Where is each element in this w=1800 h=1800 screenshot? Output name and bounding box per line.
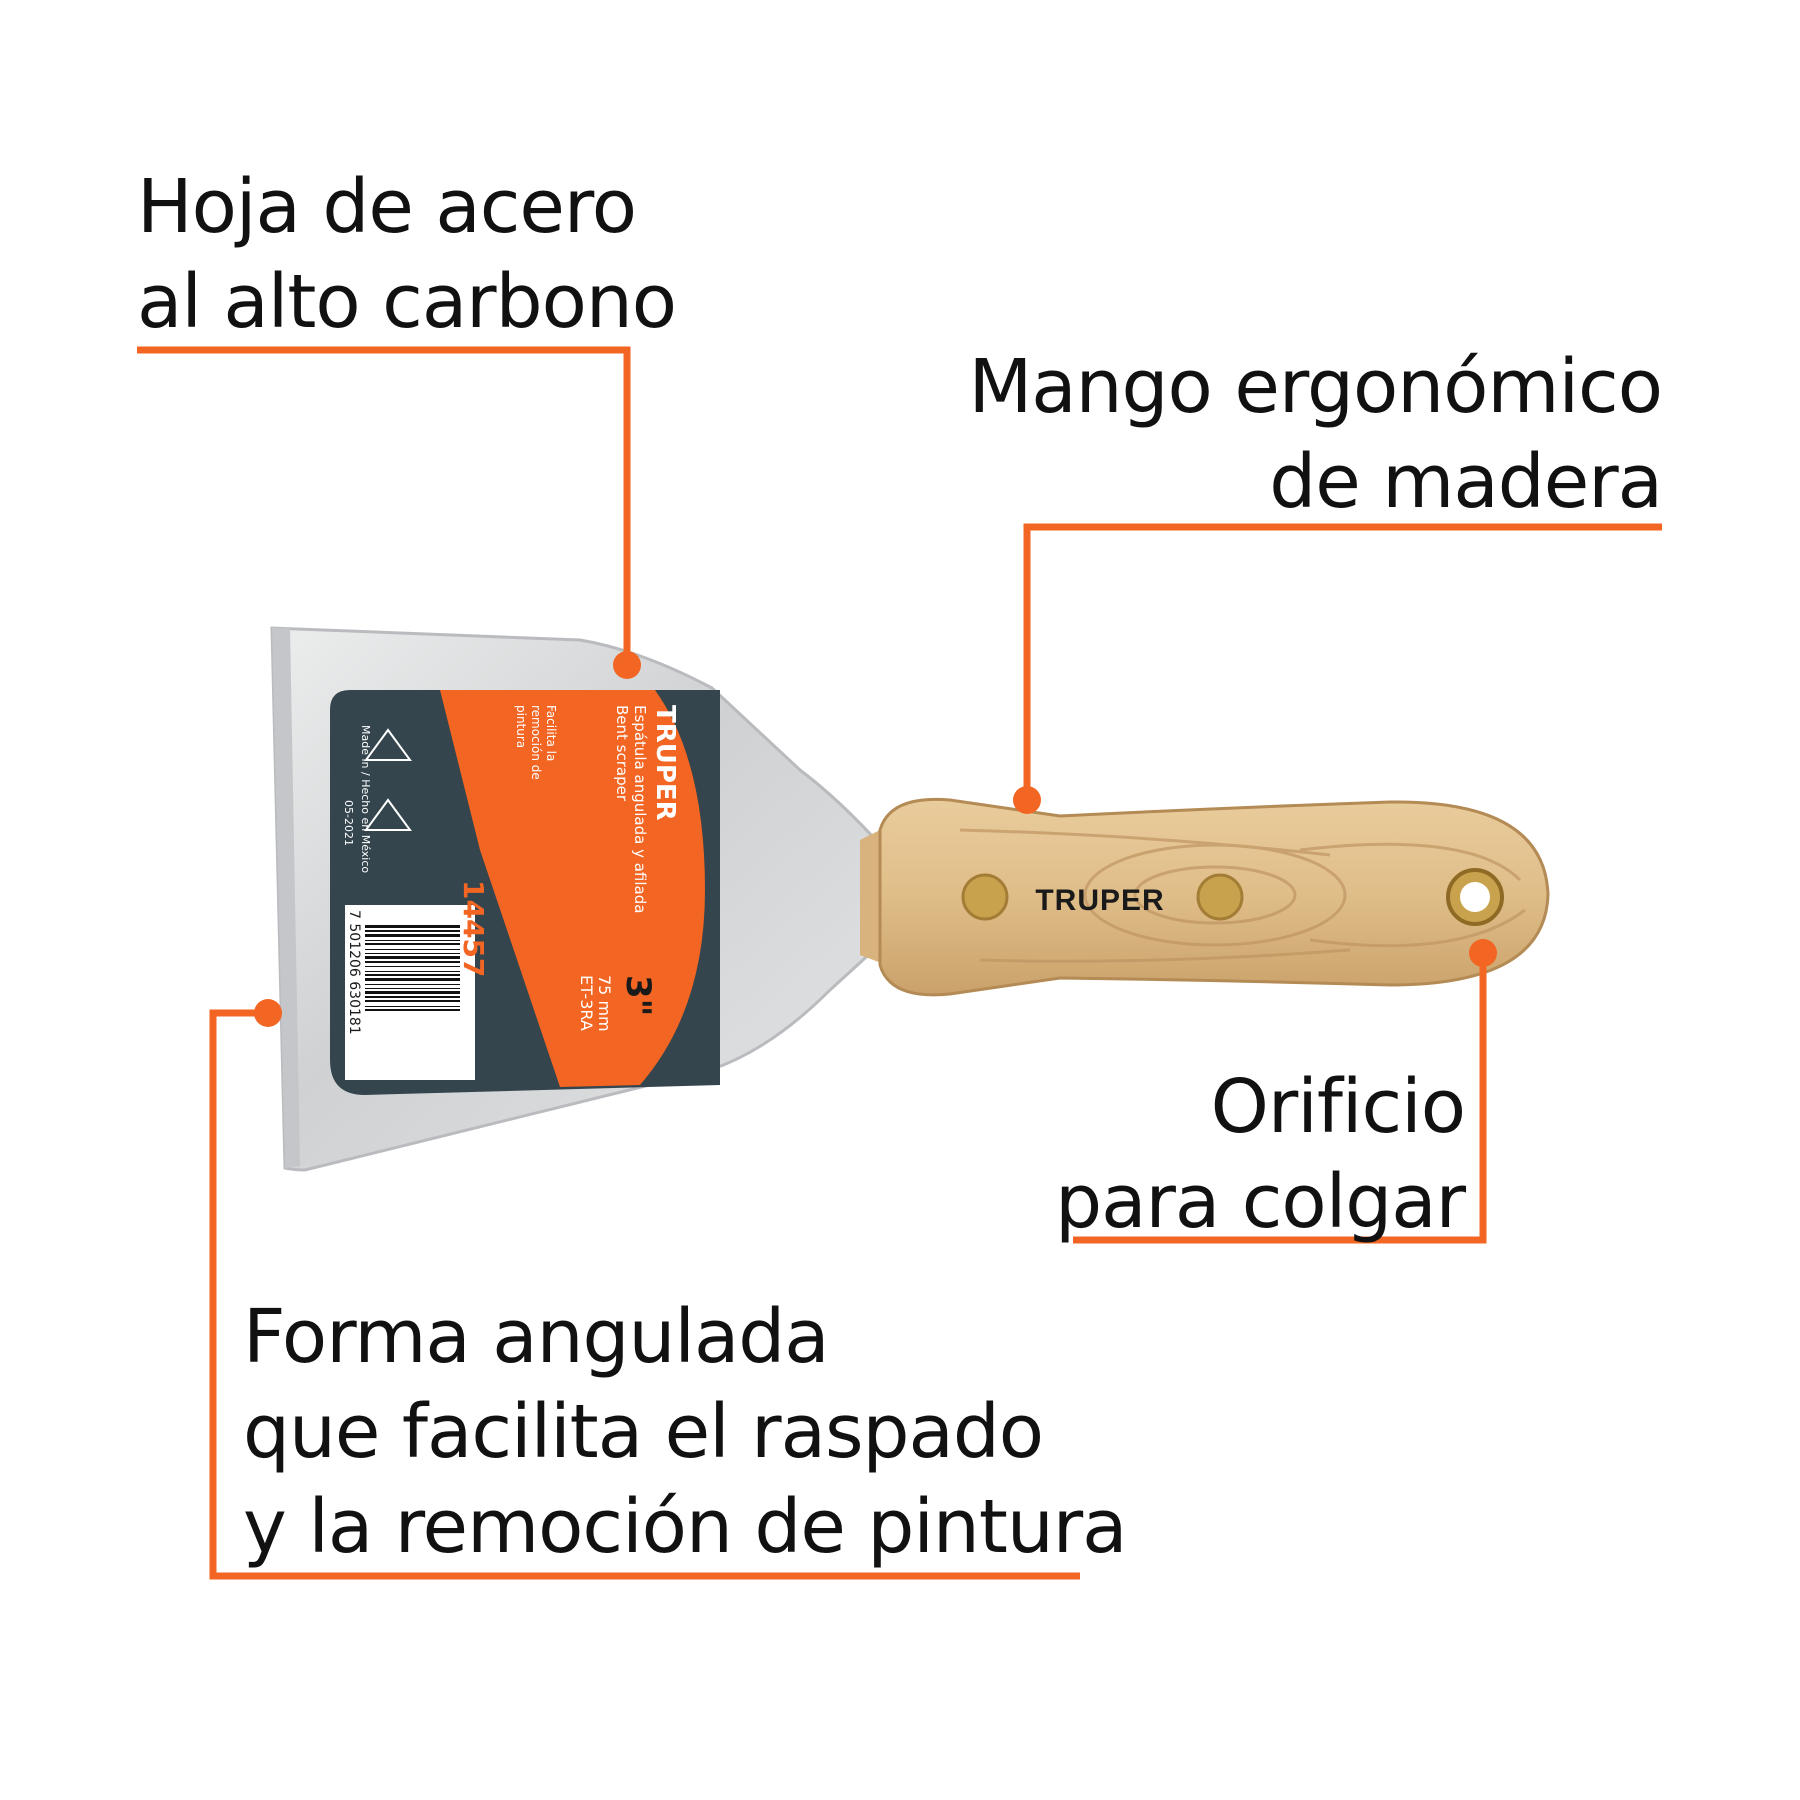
callout-text-line: Mango ergonómico (968, 344, 1663, 430)
callout-text-line: Hoja de acero (137, 164, 637, 250)
label-benefit-1: Facilita la (544, 705, 558, 761)
shape-callout-line (209, 1009, 1080, 1580)
label-date: 05-2021 (342, 800, 355, 846)
barcode-bar (365, 949, 460, 950)
label-brand: TRUPER (650, 705, 680, 821)
label-size: 3" (618, 975, 658, 1016)
barcode-bar (365, 943, 460, 945)
wood-grain (959, 828, 1526, 963)
barcode-bar (365, 940, 460, 941)
rivet-right (1196, 873, 1244, 921)
barcode-bar (365, 974, 460, 976)
label-text-group: TRUPER Espátula angulada y afilada Bent … (342, 705, 680, 1035)
handle-callout-line (1023, 523, 1662, 800)
rivet-left (961, 873, 1009, 921)
blade-bevel (272, 628, 300, 1168)
barcode-bar (365, 988, 460, 989)
barcode (365, 925, 460, 1011)
callout-text-line: Forma angulada (243, 1294, 830, 1380)
callout-text-line: de madera (1269, 439, 1663, 525)
label-size-mm: 75 mm (595, 975, 614, 1032)
label-model: ET-3RA (577, 975, 596, 1031)
label-orange-panel (440, 690, 705, 1087)
callout-text-line: y la remoción de pintura (243, 1484, 1128, 1570)
barcode-bar (365, 930, 460, 932)
barcode-bar (365, 956, 460, 959)
hole-callout-line (1073, 953, 1487, 1244)
label-origin: Made in / Hecho en México (359, 725, 372, 873)
label-benefit-3: pintura (514, 705, 528, 748)
blade-callout-line (137, 346, 631, 665)
barcode-bar (365, 925, 460, 928)
warning-icons (364, 728, 412, 831)
label-code: 14457 (457, 880, 490, 977)
barcode-bar (365, 1009, 460, 1011)
barcode-bar (365, 996, 460, 998)
barcode-bar (365, 1006, 460, 1007)
barcode-bar (365, 991, 460, 994)
warning-triangle-icon (364, 728, 412, 761)
blade-callout-dot (613, 651, 641, 679)
barcode-bar (365, 978, 460, 981)
barcode-bar (365, 953, 460, 954)
callout-lines (137, 346, 1662, 1580)
hole-callout-dot (1469, 939, 1497, 967)
label-barcode-number: 7 501206 630181 (346, 910, 362, 1035)
barcode-bar (365, 1000, 460, 1002)
callout-text-line: al alto carbono (137, 259, 677, 345)
callout-text-line: que facilita el raspado (243, 1389, 1044, 1475)
label-name-es: Espátula angulada y afilada (631, 705, 649, 913)
callout-hang-hole: Orificio para colgar (1055, 1060, 1466, 1250)
callout-handle: Mango ergonómico de madera (968, 340, 1663, 530)
callout-text-line: Orificio (1210, 1064, 1466, 1150)
callout-shape: Forma angulada que facilita el raspado y… (243, 1290, 1128, 1575)
handle-brand-text: TRUPER (1035, 884, 1164, 917)
barcode-bar (365, 971, 460, 972)
callout-dots (254, 651, 1497, 1027)
barcode-bar (365, 966, 460, 967)
label-benefit-2: remoción de (529, 705, 543, 780)
hang-hole-opening (1460, 882, 1490, 912)
barcode-bar (365, 934, 460, 937)
callout-blade-material: Hoja de acero al alto carbono (137, 160, 677, 350)
warning-triangle-icon (364, 798, 412, 831)
barcode-bar (365, 961, 460, 963)
callout-text-line: para colgar (1055, 1159, 1466, 1245)
label-name-en: Bent scraper (613, 705, 631, 802)
barcode-bar (365, 984, 460, 985)
shape-callout-dot (254, 999, 282, 1027)
handle-callout-dot (1013, 786, 1041, 814)
